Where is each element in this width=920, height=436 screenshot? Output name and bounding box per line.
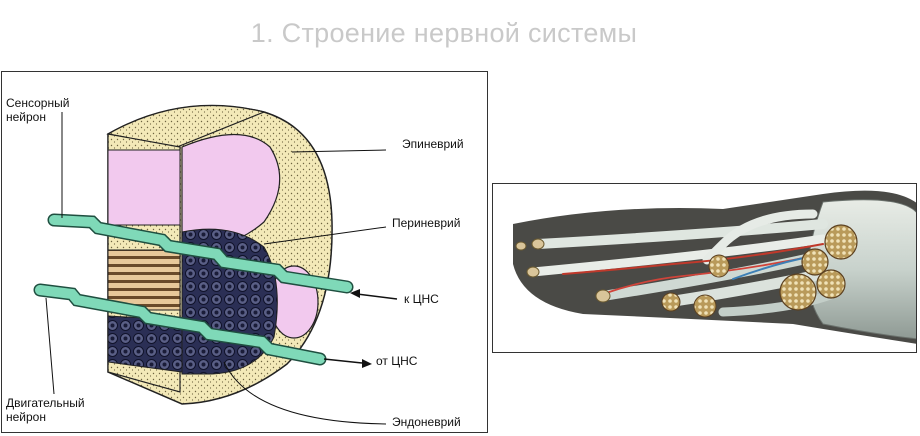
fascicle-cut-1 [824, 224, 858, 260]
epineurium-leader [291, 149, 387, 153]
front-fiber-bundle [107, 249, 181, 311]
fascicle-cut-3 [779, 273, 817, 311]
sheath-top-face [106, 104, 266, 148]
nerve-cross-section-diagram [33, 104, 398, 425]
to-cns-label: к ЦНС [404, 292, 439, 306]
epineurium-label: Эпиневрий [402, 137, 464, 151]
strand-end-3 [595, 289, 611, 303]
perineurium-leader [263, 226, 387, 245]
fascicle-cut-5 [708, 254, 730, 278]
from-cns-label: от ЦНС [376, 354, 418, 368]
sensory-neuron-label: Сенсорный нейрон [6, 96, 69, 124]
fascicle-cut-6 [693, 294, 717, 318]
fascicle-cut-7 [661, 292, 681, 312]
nerve-diagram-panel: Сенсорный нейрон Двигательный нейрон Эпи… [1, 71, 488, 433]
strand-end-2 [526, 266, 540, 278]
motor-leader [45, 297, 55, 395]
endoneurium-leader [223, 361, 387, 425]
sensory-fiber [47, 213, 354, 294]
motor-label-line1: Двигательный [6, 396, 85, 410]
fascicle-cut-2 [801, 248, 829, 276]
endoneurium-label: Эндоневрий [392, 415, 461, 429]
motor-fiber [33, 283, 327, 366]
perineurium-label: Периневрий [392, 216, 461, 230]
front-fascicle [107, 149, 181, 226]
motor-neuron-label: Двигательный нейрон [6, 396, 85, 424]
nerve-anatomy-illustration [513, 190, 916, 344]
sensory-label-line1: Сенсорный [6, 96, 70, 110]
motor-label-line2: нейрон [6, 410, 46, 424]
arrow-from-cns [323, 358, 372, 368]
slide-title: 1. Строение нервной системы [250, 18, 638, 48]
nerve-illustration-panel [492, 183, 917, 353]
sensory-label-line2: нейрон [6, 110, 46, 124]
strand-end-4 [515, 241, 527, 251]
fascicle-cut-4 [816, 269, 846, 299]
arrow-to-cns [350, 289, 398, 300]
strand-end-1 [531, 238, 545, 250]
